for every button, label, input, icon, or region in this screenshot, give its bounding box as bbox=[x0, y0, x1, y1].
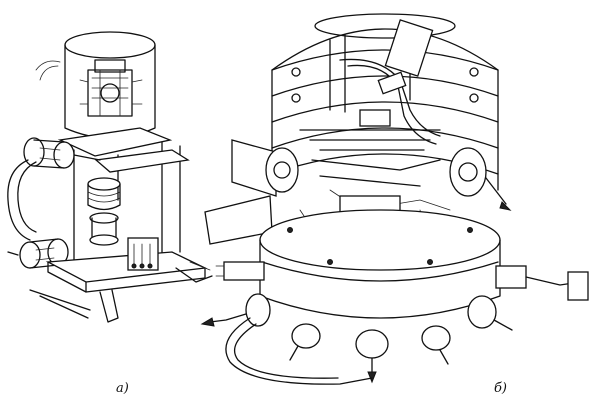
caption-a: а) bbox=[116, 381, 129, 396]
assembly-a bbox=[7, 31, 213, 323]
fitting-5-b bbox=[467, 295, 513, 331]
actuator-lower-a bbox=[7, 238, 69, 269]
terminal-block-a bbox=[127, 237, 159, 271]
connector-left-b bbox=[215, 261, 265, 281]
caption-b: б) bbox=[494, 381, 508, 396]
fitting-2-b bbox=[289, 323, 321, 361]
fitting-3-b bbox=[355, 329, 389, 384]
bellows-a bbox=[87, 177, 121, 246]
fitting-1-b bbox=[200, 293, 271, 327]
fitting-4-b bbox=[421, 325, 451, 365]
actuator-upper-a bbox=[23, 137, 101, 169]
flange-right-b bbox=[449, 147, 512, 211]
cylinder-cover-a bbox=[35, 31, 156, 139]
base-ring-b bbox=[259, 209, 501, 319]
assembly-b bbox=[200, 13, 589, 385]
flange-left-b bbox=[231, 139, 299, 197]
connector-right-b bbox=[495, 265, 589, 301]
pipe-loop-a bbox=[7, 159, 37, 241]
